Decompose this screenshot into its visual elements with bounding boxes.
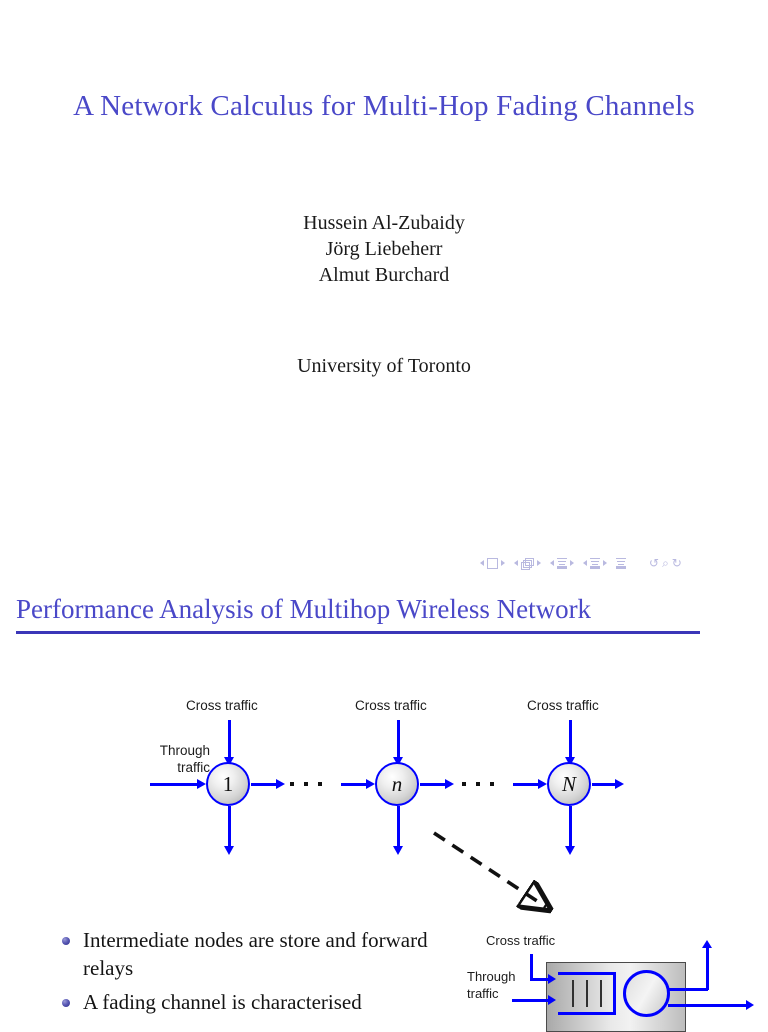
cross-traffic-label: Cross traffic xyxy=(186,698,258,713)
detail-cross-out-arrowhead xyxy=(702,940,712,948)
subsection-next-icon[interactable] xyxy=(570,560,574,566)
history-navigation-group[interactable]: ↺ ⌕ ↻ xyxy=(649,557,682,569)
packet-bar xyxy=(586,980,588,1007)
zoom-callout-dashed-arrow xyxy=(433,831,580,929)
detail-cross-traffic-line-v xyxy=(530,954,533,980)
author-name: Hussein Al-Zubaidy xyxy=(303,212,465,234)
ellipsis xyxy=(462,782,494,786)
frame-prev-icon[interactable] xyxy=(514,560,518,566)
frame-stack-icon[interactable] xyxy=(521,557,534,570)
detail-through-traffic-label: Through traffic xyxy=(467,969,516,1001)
detail-cross-out-line-v xyxy=(706,946,709,990)
content-slide: Performance Analysis of Multihop Wireles… xyxy=(0,586,768,1032)
frame-next-icon[interactable] xyxy=(537,560,541,566)
author-list: Hussein Al-Zubaidy Jörg Liebeherr Almut … xyxy=(64,210,704,288)
section-icon[interactable] xyxy=(590,557,600,569)
bullet-ball-icon xyxy=(62,937,70,945)
heading-underline xyxy=(16,631,700,634)
section-prev-icon[interactable] xyxy=(583,560,587,566)
section-navigation-group[interactable] xyxy=(583,557,607,569)
detail-through-out-arrowhead xyxy=(746,1000,754,1010)
list-item-label: Intermediate nodes are store and forward… xyxy=(83,928,428,980)
queue-shape xyxy=(558,972,616,1015)
author-name: Almut Burchard xyxy=(318,264,450,286)
beamer-navigation-bar[interactable]: ↺ ⌕ ↻ xyxy=(480,552,760,574)
presentation-icon[interactable] xyxy=(616,557,626,569)
network-node[interactable]: 1 xyxy=(206,762,250,806)
subsection-prev-icon[interactable] xyxy=(550,560,554,566)
detail-through-traffic-arrowhead xyxy=(548,995,556,1005)
affiliation: University of Toronto xyxy=(297,355,471,377)
list-item: A fading channel is characterised xyxy=(62,988,442,1016)
slide-navigation-group[interactable] xyxy=(480,557,505,569)
node-detail-diagram: Cross traffic Through traffic xyxy=(460,932,768,1032)
forward-icon[interactable]: ↻ xyxy=(671,556,682,570)
title-slide: A Network Calculus for Multi-Hop Fading … xyxy=(64,90,760,574)
back-icon[interactable]: ↺ xyxy=(649,556,660,570)
packet-bar xyxy=(572,980,574,1007)
detail-through-traffic-line xyxy=(512,999,550,1002)
packet-bar xyxy=(600,980,602,1007)
subsection-icon[interactable] xyxy=(557,557,567,569)
slide-prev-icon[interactable] xyxy=(480,560,484,566)
page-title: A Network Calculus for Multi-Hop Fading … xyxy=(73,90,695,122)
frame-navigation-group[interactable] xyxy=(514,557,541,570)
slide-box-icon[interactable] xyxy=(487,557,498,569)
list-item: Intermediate nodes are store and forward… xyxy=(62,926,442,982)
section-next-icon[interactable] xyxy=(603,560,607,566)
slide-next-icon[interactable] xyxy=(501,560,505,566)
network-node[interactable]: N xyxy=(547,762,591,806)
detail-cross-traffic-arrowhead xyxy=(548,974,556,984)
list-item-label: A fading channel is characterised xyxy=(83,990,362,1014)
bullet-ball-icon xyxy=(62,999,70,1007)
presentation-navigation-group[interactable] xyxy=(616,557,626,569)
cross-traffic-label: Cross traffic xyxy=(355,698,427,713)
through-traffic-label: Through traffic xyxy=(159,743,210,775)
section-heading: Performance Analysis of Multihop Wireles… xyxy=(16,594,592,624)
author-name: Jörg Liebeherr xyxy=(325,238,443,260)
server-circle xyxy=(623,970,670,1017)
ellipsis xyxy=(290,782,322,786)
detail-cross-traffic-line-h xyxy=(530,978,550,981)
cross-traffic-label: Cross traffic xyxy=(527,698,599,713)
subsection-navigation-group[interactable] xyxy=(550,557,574,569)
search-icon[interactable]: ⌕ xyxy=(662,556,669,570)
detail-cross-traffic-label: Cross traffic xyxy=(486,933,556,948)
detail-through-out-line xyxy=(668,1004,748,1007)
bullet-list: Intermediate nodes are store and forward… xyxy=(62,926,442,1022)
network-node[interactable]: n xyxy=(375,762,419,806)
multihop-network-diagram: Cross traffic Through traffic 1 Cross xyxy=(0,694,768,889)
detail-cross-out-line-h xyxy=(668,988,708,991)
